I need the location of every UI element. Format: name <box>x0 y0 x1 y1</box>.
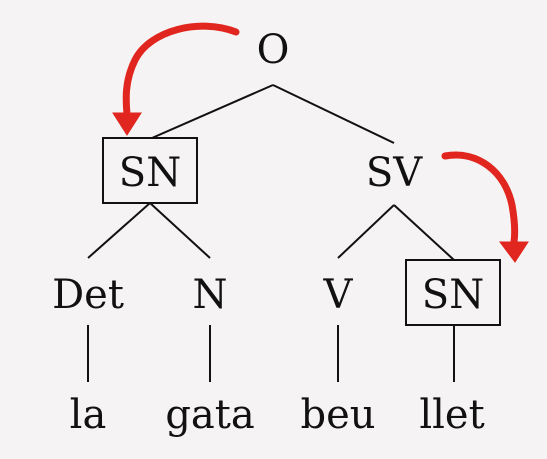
node-verb-phrase: SV <box>366 150 423 196</box>
object-arrow <box>441 151 529 263</box>
word-la: la <box>70 392 107 438</box>
subject-arrow-curve <box>122 22 240 118</box>
edge-o-sn <box>151 84 274 139</box>
edge-sv-v <box>337 204 395 259</box>
word-beu: beu <box>300 392 375 438</box>
node-object-np: SN <box>422 272 484 318</box>
node-subject-np: SN <box>119 150 181 196</box>
edge-sv-sn <box>393 204 455 261</box>
subject-np-box <box>102 137 198 204</box>
edge-sn-det <box>87 202 151 259</box>
edge-sn-n <box>149 202 211 259</box>
node-noun: N <box>193 272 228 318</box>
tree-edges <box>87 84 455 382</box>
object-arrow-curve <box>441 151 519 246</box>
subject-arrow-head <box>112 112 142 136</box>
node-root: O <box>257 27 290 73</box>
word-llet: llet <box>419 392 484 438</box>
node-determiner: Det <box>52 272 124 318</box>
object-np-box <box>405 259 501 326</box>
object-arrow-head <box>499 241 529 263</box>
edge-o-sv <box>272 84 395 144</box>
word-gata: gata <box>165 392 254 438</box>
node-verb: V <box>323 272 354 318</box>
subject-arrow <box>112 22 240 136</box>
